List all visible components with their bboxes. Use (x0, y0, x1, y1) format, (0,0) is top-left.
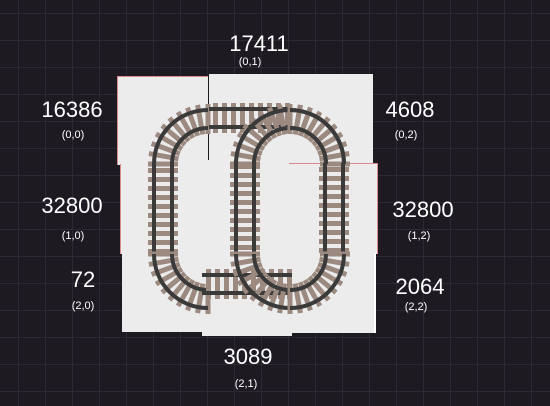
cell-0-0-coord: (0,0) (61, 129, 85, 141)
cell-0-2-value: 4608 (385, 97, 435, 122)
cell-2-1-coord: (2,1) (234, 378, 258, 390)
tile-1-1[interactable] (201, 160, 291, 254)
cell-2-1-value: 3089 (223, 344, 273, 369)
tile-1-0[interactable] (120, 164, 203, 254)
cell-0-1-value: 17411 (229, 31, 289, 56)
tile-2-1[interactable] (202, 250, 292, 336)
cell-1-2-value: 32800 (392, 197, 454, 222)
tile-0-0[interactable] (117, 76, 208, 165)
cell-1-2-coord: (1,2) (407, 230, 431, 242)
cell-1-0-coord: (1,0) (61, 230, 85, 242)
cell-2-2-value: 2064 (395, 274, 445, 299)
cell-0-0-value: 16386 (41, 97, 103, 122)
cell-2-0-value: 72 (70, 267, 96, 292)
tile-2-0[interactable] (122, 254, 204, 332)
tile-0-2[interactable] (289, 74, 373, 166)
tile-1-2[interactable] (289, 163, 378, 254)
cell-0-1-coord: (0,1) (238, 56, 262, 68)
tile-2-2[interactable] (290, 253, 376, 333)
tile-0-1[interactable] (209, 74, 291, 164)
cell-0-2-coord: (0,2) (394, 129, 418, 141)
cell-1-0-value: 32800 (41, 193, 103, 218)
cell-2-2-coord: (2,2) (404, 301, 428, 313)
cell-2-0-coord: (2,0) (71, 300, 95, 312)
